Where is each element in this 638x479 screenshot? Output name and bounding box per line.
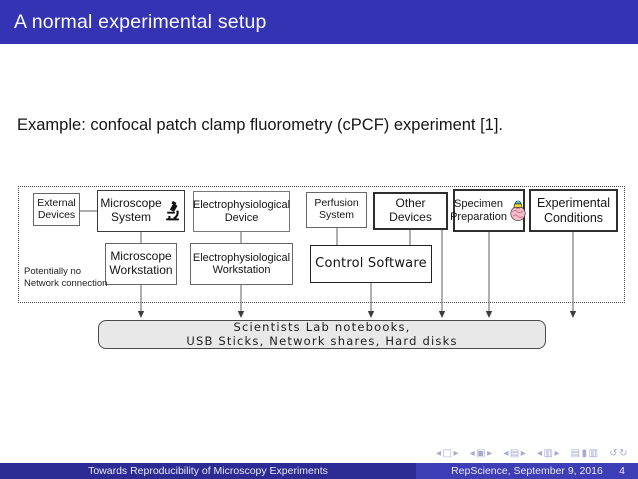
box-storage: Scientists Lab notebooks, USB Sticks, Ne… [98,320,546,349]
footer-conference: RepScience, September 9, 2016 [451,465,603,477]
arrow-down-icons [137,311,577,318]
box-label: Microscope System [100,196,162,224]
network-note: Potentially no Network connection [24,266,108,290]
box-other-devices: Other Devices [373,192,448,230]
footer-title: Towards Reproducibility of Microscopy Ex… [88,465,328,477]
footer-conference-segment: RepScience, September 9, 2016 4 [415,463,638,479]
box-microscope-workstation: Microscope Workstation [105,243,177,285]
box-electrophysiological-workstation: Electrophysiological Workstation [190,243,293,285]
microscope-icon [163,200,182,222]
specimen-bottle-icon [508,199,528,222]
box-external-devices: External Devices [33,193,80,226]
box-electrophysiological-device: Electrophysiological Device [193,191,290,232]
box-specimen-preparation: Specimen Preparation [450,189,528,232]
footer-bar: Towards Reproducibility of Microscopy Ex… [0,463,638,479]
diagram-boundary [18,186,625,303]
page-number: 4 [619,465,625,477]
page-title: A normal experimental setup [14,10,267,33]
body-text: Example: confocal patch clamp fluorometr… [17,116,504,134]
box-perfusion-system: Perfusion System [306,192,367,228]
footer-title-segment: Towards Reproducibility of Microscopy Ex… [0,463,416,479]
slide-title-bar: A normal experimental setup [0,0,638,44]
box-label: Specimen Preparation [450,198,507,223]
beamer-navigation-icons[interactable]: ◂□▸ ◂▣▸ ◂▤▸ ◂▥▸ ▤▮▥ ↺↻ [436,448,629,459]
box-control-software: Control Software [310,245,432,283]
connector-line-group [80,210,574,313]
box-experimental-conditions: Experimental Conditions [529,189,618,232]
box-microscope-system: Microscope System [97,190,185,232]
